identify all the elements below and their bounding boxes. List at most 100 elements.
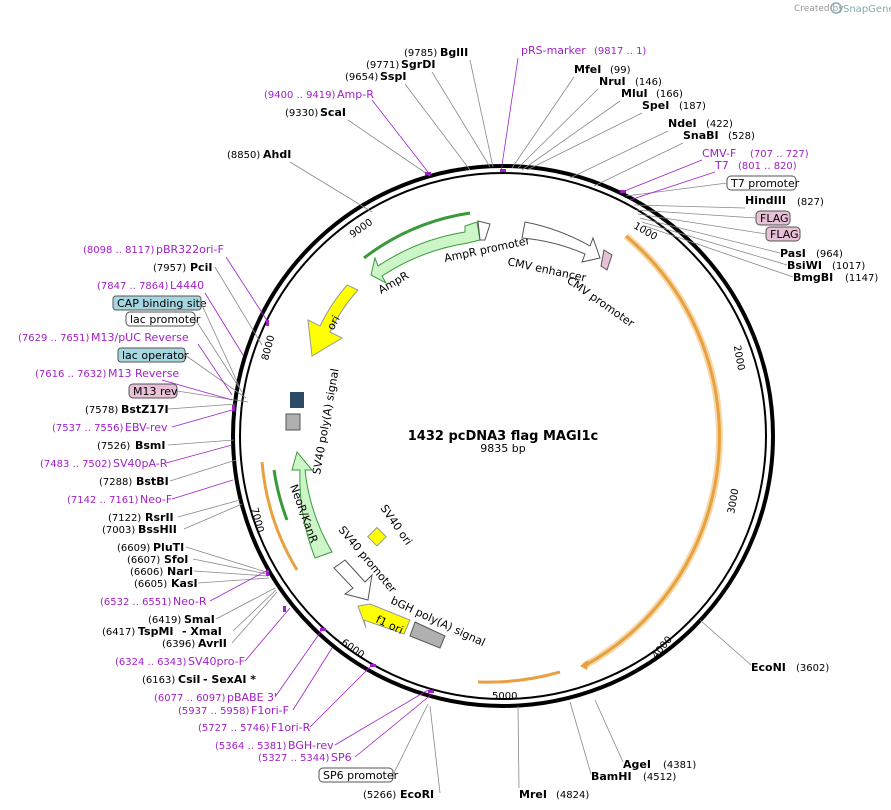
site-name[interactable]: SgrDI bbox=[401, 58, 435, 71]
ori-feature-arrow bbox=[307, 284, 359, 357]
feature-pos: (5364 .. 5381) bbox=[215, 741, 287, 752]
right-leader-lines bbox=[511, 76, 794, 789]
site-name[interactable]: SnaBI bbox=[683, 129, 719, 142]
site-pos: (827) bbox=[797, 197, 824, 208]
feature-name[interactable]: EBV-rev bbox=[125, 421, 168, 434]
site-pos: (146) bbox=[635, 77, 662, 88]
site-name[interactable]: SspI bbox=[380, 70, 406, 83]
feature-pos: (7629 .. 7651) bbox=[18, 333, 90, 344]
neor-kanr-arrow bbox=[291, 450, 333, 559]
site-pos: (4381) bbox=[663, 760, 696, 771]
site-name[interactable]: MreI bbox=[519, 788, 547, 801]
site-name-extra[interactable]: - XmaI bbox=[182, 625, 222, 638]
site-pos: (9785) bbox=[404, 48, 437, 59]
feature-name[interactable]: M13/pUC Reverse bbox=[91, 331, 189, 344]
feature-pos: (7483 .. 7502) bbox=[40, 459, 112, 470]
ampr-green-arc bbox=[363, 211, 471, 260]
cmv-enhancer-arrow bbox=[521, 221, 601, 263]
feature-name[interactable]: Neo-R bbox=[173, 595, 207, 608]
site-name[interactable]: SpeI bbox=[642, 99, 669, 112]
site-name[interactable]: ScaI bbox=[320, 106, 346, 119]
site-name[interactable]: MfeI bbox=[574, 63, 601, 76]
site-name[interactable]: CsiI bbox=[178, 673, 200, 686]
feature-name[interactable]: F1ori-F bbox=[251, 704, 289, 717]
site-pos: (6163) bbox=[142, 675, 175, 686]
feature-name[interactable]: Neo-F bbox=[140, 493, 172, 506]
site-name[interactable]: KasI bbox=[171, 577, 198, 590]
site-name-extra[interactable]: - SexAI * bbox=[203, 673, 256, 686]
backbone-outer-ring bbox=[231, 164, 775, 708]
feature-pos: (6324 .. 6343) bbox=[115, 657, 187, 668]
feature-name[interactable]: SV40pA-R bbox=[113, 457, 168, 470]
site-name[interactable]: NarI bbox=[167, 565, 193, 578]
feature-name[interactable]: pBABE 3' bbox=[227, 691, 277, 704]
site-name[interactable]: SmaI bbox=[184, 613, 215, 626]
orf-arrowhead bbox=[580, 660, 588, 670]
site-name[interactable]: SfoI bbox=[164, 553, 188, 566]
site-name[interactable]: PasI bbox=[780, 247, 806, 260]
feature-pos: (7616 .. 7632) bbox=[35, 369, 107, 380]
site-name[interactable]: EcoNI bbox=[751, 661, 786, 674]
tick-label: 5000 bbox=[492, 691, 517, 702]
site-pos: (6605) bbox=[134, 579, 167, 590]
feature-name[interactable]: SV40pro-F bbox=[188, 655, 245, 668]
feature-name[interactable]: L4440 bbox=[170, 279, 204, 292]
site-pos: (6606) bbox=[130, 567, 163, 578]
feature-name[interactable]: pRS-marker bbox=[521, 44, 586, 57]
site-name[interactable]: NdeI bbox=[668, 117, 697, 130]
site-name[interactable]: BsmI bbox=[135, 439, 166, 452]
feature-name[interactable]: SP6 bbox=[331, 751, 352, 764]
site-name[interactable]: NruI bbox=[599, 75, 626, 88]
site-name[interactable]: TspMI bbox=[138, 625, 174, 638]
site-name[interactable]: BstZ17I bbox=[121, 403, 169, 416]
created-by-text: Created by bbox=[794, 4, 844, 14]
site-name[interactable]: BamHI bbox=[591, 770, 632, 783]
feature-name[interactable]: pBR322ori-F bbox=[156, 243, 224, 256]
top-feature-lines bbox=[371, 57, 519, 173]
site-pos: (7122) bbox=[108, 513, 141, 524]
tick-label: 6000 bbox=[339, 637, 366, 661]
site-name[interactable]: BglII bbox=[440, 46, 468, 59]
feature-name[interactable]: CMV-F bbox=[702, 147, 736, 160]
site-name[interactable]: RsrII bbox=[145, 511, 174, 524]
orf-arc-neo bbox=[260, 461, 299, 571]
feature-name[interactable]: Amp-R bbox=[337, 88, 374, 101]
feature-pos: (9400 .. 9419) bbox=[264, 90, 336, 101]
site-name[interactable]: BmgBI bbox=[793, 271, 833, 284]
site-name[interactable]: MluI bbox=[621, 87, 648, 100]
site-pos: (1147) bbox=[845, 273, 878, 284]
ori-label: ori bbox=[324, 313, 342, 332]
site-pos: (99) bbox=[610, 65, 631, 76]
site-name[interactable]: BstBI bbox=[136, 475, 169, 488]
site-name[interactable]: AgeI bbox=[623, 758, 651, 771]
sv40-polya-label: SV40 poly(A) signal bbox=[310, 367, 341, 475]
feature-name[interactable]: BGH-rev bbox=[288, 739, 334, 752]
primer-marks bbox=[232, 169, 626, 693]
sv40-polya-gray-block bbox=[285, 413, 301, 431]
site-name[interactable]: AvrII bbox=[198, 637, 227, 650]
tick-label: 8000 bbox=[260, 334, 277, 361]
feature-name[interactable]: T7 bbox=[714, 159, 729, 172]
site-pos: (8850) bbox=[227, 150, 260, 161]
site-name[interactable]: PciI bbox=[190, 261, 212, 274]
site-pos: (7288) bbox=[99, 477, 132, 488]
feature-pos: (5327 .. 5344) bbox=[258, 753, 330, 764]
bgh-polya-block bbox=[409, 621, 446, 649]
right-labels: MfeI (99) NruI (146) MluI (166) SpeI (18… bbox=[519, 63, 878, 801]
lac-promoter-label: lac promoter bbox=[130, 313, 201, 326]
feature-name[interactable]: M13 Reverse bbox=[108, 367, 179, 380]
site-pos: (166) bbox=[656, 89, 683, 100]
feature-name[interactable]: F1ori-R bbox=[271, 721, 311, 734]
top-leader-lines bbox=[289, 59, 494, 213]
site-name[interactable]: AhdI bbox=[263, 148, 291, 161]
flag-label-1: FLAG bbox=[760, 212, 789, 225]
site-pos: (9771) bbox=[366, 60, 399, 71]
site-name[interactable]: HindIII bbox=[745, 194, 786, 207]
site-name[interactable]: EcoRI bbox=[400, 788, 434, 801]
site-name[interactable]: BsiWI bbox=[787, 259, 822, 272]
site-name[interactable]: BssHII bbox=[138, 523, 177, 536]
sv40-ori-block bbox=[367, 526, 387, 547]
feature-pos: (9817 .. 1) bbox=[594, 46, 646, 57]
site-pos: (4824) bbox=[556, 790, 589, 801]
site-name[interactable]: PluTI bbox=[153, 541, 184, 554]
